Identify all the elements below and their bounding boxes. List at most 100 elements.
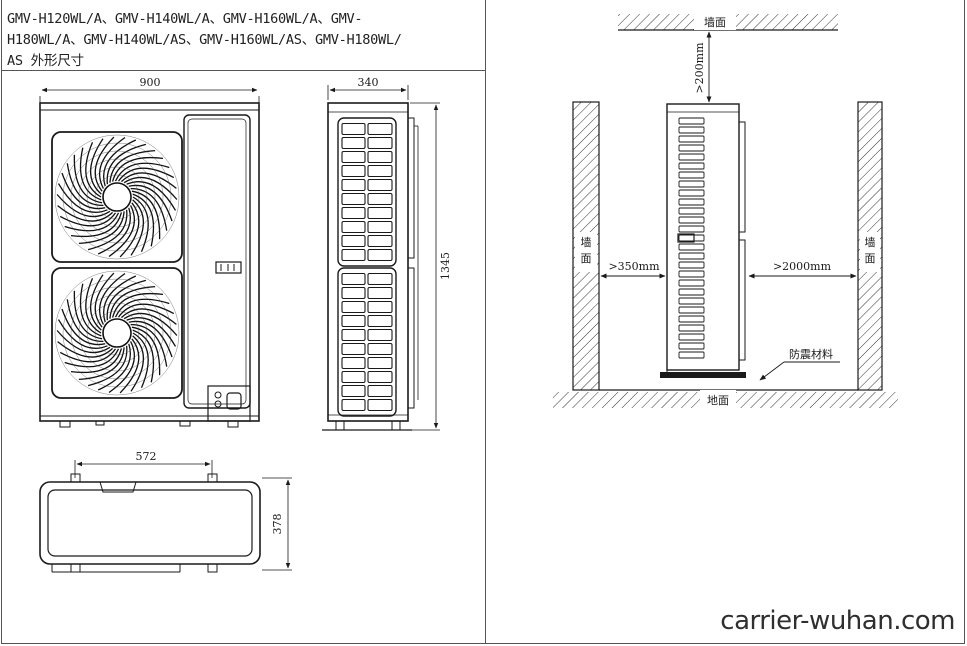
fan-blade xyxy=(130,323,168,367)
grille-slot xyxy=(367,342,393,356)
fan-guard-ring xyxy=(54,134,180,260)
grille-slot xyxy=(367,328,393,342)
grille-slot xyxy=(367,314,393,328)
fan-blade xyxy=(119,338,140,394)
fan-blade xyxy=(99,136,126,189)
fan-blade xyxy=(117,303,175,318)
unit-slot xyxy=(678,306,705,314)
fan-blade xyxy=(97,207,131,255)
fan-blade xyxy=(120,172,177,189)
fan-blade xyxy=(70,348,123,374)
grille-slot xyxy=(367,300,393,314)
grille-slot xyxy=(367,150,393,164)
fan-blade xyxy=(56,194,111,218)
unit-slot xyxy=(678,234,705,242)
fan-blade xyxy=(123,176,178,200)
grille-slot xyxy=(341,178,366,192)
fan-blade xyxy=(57,341,114,358)
title-rule xyxy=(1,70,485,71)
left-wall-label-bottom: 面 xyxy=(581,252,592,265)
fan-blade xyxy=(114,298,170,318)
grille-slot xyxy=(341,370,366,384)
title-line-3: AS 外形尺寸 xyxy=(7,53,84,69)
fan-blade xyxy=(108,341,135,394)
fan-hub-icon xyxy=(102,318,132,348)
side-depth-label: 340 xyxy=(358,76,379,89)
fan-blade xyxy=(61,308,106,346)
fan-blade xyxy=(90,138,104,195)
unit-slot xyxy=(678,324,705,332)
grille-slot xyxy=(367,122,393,136)
grille-slot xyxy=(341,384,366,398)
grille-slot xyxy=(367,356,393,370)
grille-slot xyxy=(341,122,366,136)
side-grille-slots xyxy=(341,122,393,412)
grille-slot xyxy=(367,206,393,220)
bottom-depth-label: 378 xyxy=(271,514,284,535)
fan-blade xyxy=(78,211,125,245)
fan-blade xyxy=(79,283,102,337)
fan-blade xyxy=(70,212,123,238)
fan-hub-icon xyxy=(102,182,132,212)
fan-blade xyxy=(108,205,135,258)
grille-slot xyxy=(341,248,366,262)
grille-slot xyxy=(341,300,366,314)
unit-slot xyxy=(678,216,705,224)
fan-blade xyxy=(111,292,164,318)
watermark: carrier-wuhan.com xyxy=(720,606,955,636)
fan-blade xyxy=(99,272,126,325)
unit-slot xyxy=(678,279,705,287)
unit-slot xyxy=(678,315,705,323)
fan-guard-ring xyxy=(86,166,148,228)
side-view xyxy=(322,85,440,431)
fan-blade xyxy=(109,285,156,319)
unit-slot xyxy=(678,126,705,134)
grille-slot xyxy=(341,234,366,248)
unit-slot xyxy=(678,189,705,197)
fan-blade xyxy=(66,299,104,343)
clearance-unit-slots xyxy=(678,117,705,359)
fan-blade xyxy=(87,209,128,251)
left-clearance-label: >350mm xyxy=(608,260,660,273)
fan-blade xyxy=(132,329,155,383)
grille-slot xyxy=(367,220,393,234)
grille-slot xyxy=(367,384,393,398)
fan-blade xyxy=(87,345,128,387)
grille-slot xyxy=(341,206,366,220)
front-view xyxy=(39,87,260,428)
right-wall-label-top: 墙 xyxy=(865,235,876,249)
fan-blade xyxy=(132,332,149,389)
grille-slot xyxy=(367,398,393,412)
fan-blade xyxy=(61,172,106,210)
fan-blade xyxy=(78,347,125,381)
fan-blade xyxy=(126,181,177,211)
unit-slot xyxy=(678,144,705,152)
fan-blade xyxy=(64,348,120,368)
upper-fan-blades xyxy=(54,134,180,260)
fan-blade xyxy=(64,212,120,232)
unit-slot xyxy=(678,243,705,251)
unit-slot xyxy=(678,162,705,170)
fan-blade xyxy=(106,279,147,321)
fan-blade xyxy=(128,184,173,222)
grille-slot xyxy=(341,150,366,164)
fan-blade xyxy=(117,167,175,182)
grille-slot xyxy=(341,136,366,150)
fan-guard-ring xyxy=(78,158,156,236)
unit-slot xyxy=(678,171,705,179)
damping-material-label: 防震材料 xyxy=(789,347,833,361)
fan-blade xyxy=(57,183,108,213)
grille-slot xyxy=(341,272,366,286)
fan-blade xyxy=(120,308,177,325)
grille-slot xyxy=(341,356,366,370)
unit-slot xyxy=(678,342,705,350)
unit-slot xyxy=(678,297,705,305)
fan-blade xyxy=(94,272,115,328)
fan-guard-ring xyxy=(94,174,140,220)
fan-blade xyxy=(66,163,104,207)
grille-slot xyxy=(341,314,366,328)
unit-slot xyxy=(678,207,705,215)
fan-guard-ring xyxy=(62,278,172,388)
top-wall-label: 墙面 xyxy=(704,15,726,29)
